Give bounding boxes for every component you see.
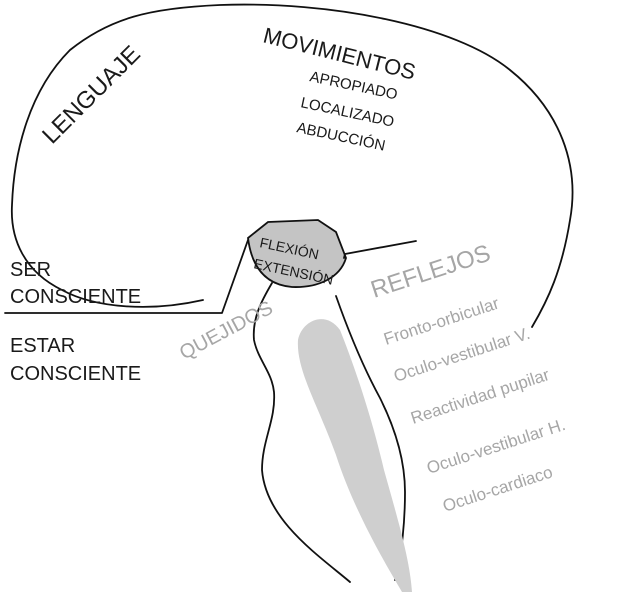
consciente-estar-label: CONSCIENTE (10, 363, 141, 385)
brainstem-right-contour (343, 240, 417, 259)
reflejos-label: REFLEJOS (368, 240, 494, 304)
quejidos-label: QUEJIDOS (176, 297, 277, 364)
consciente-ser-label: CONSCIENTE (10, 286, 141, 308)
cerebrum-outline (10, 3, 574, 328)
estar-label: ESTAR (10, 335, 75, 357)
lenguaje-label: LENGUAJE (37, 41, 146, 150)
brainstem-left-contour (252, 282, 351, 583)
ser-label: SER (10, 259, 51, 281)
reflex-item: Oculo-cardiaco (440, 462, 555, 515)
separator-line (4, 239, 249, 314)
brainstem-right-contour-2 (335, 295, 406, 581)
brainstem-core (297, 319, 412, 592)
midbrain-region (247, 219, 347, 288)
